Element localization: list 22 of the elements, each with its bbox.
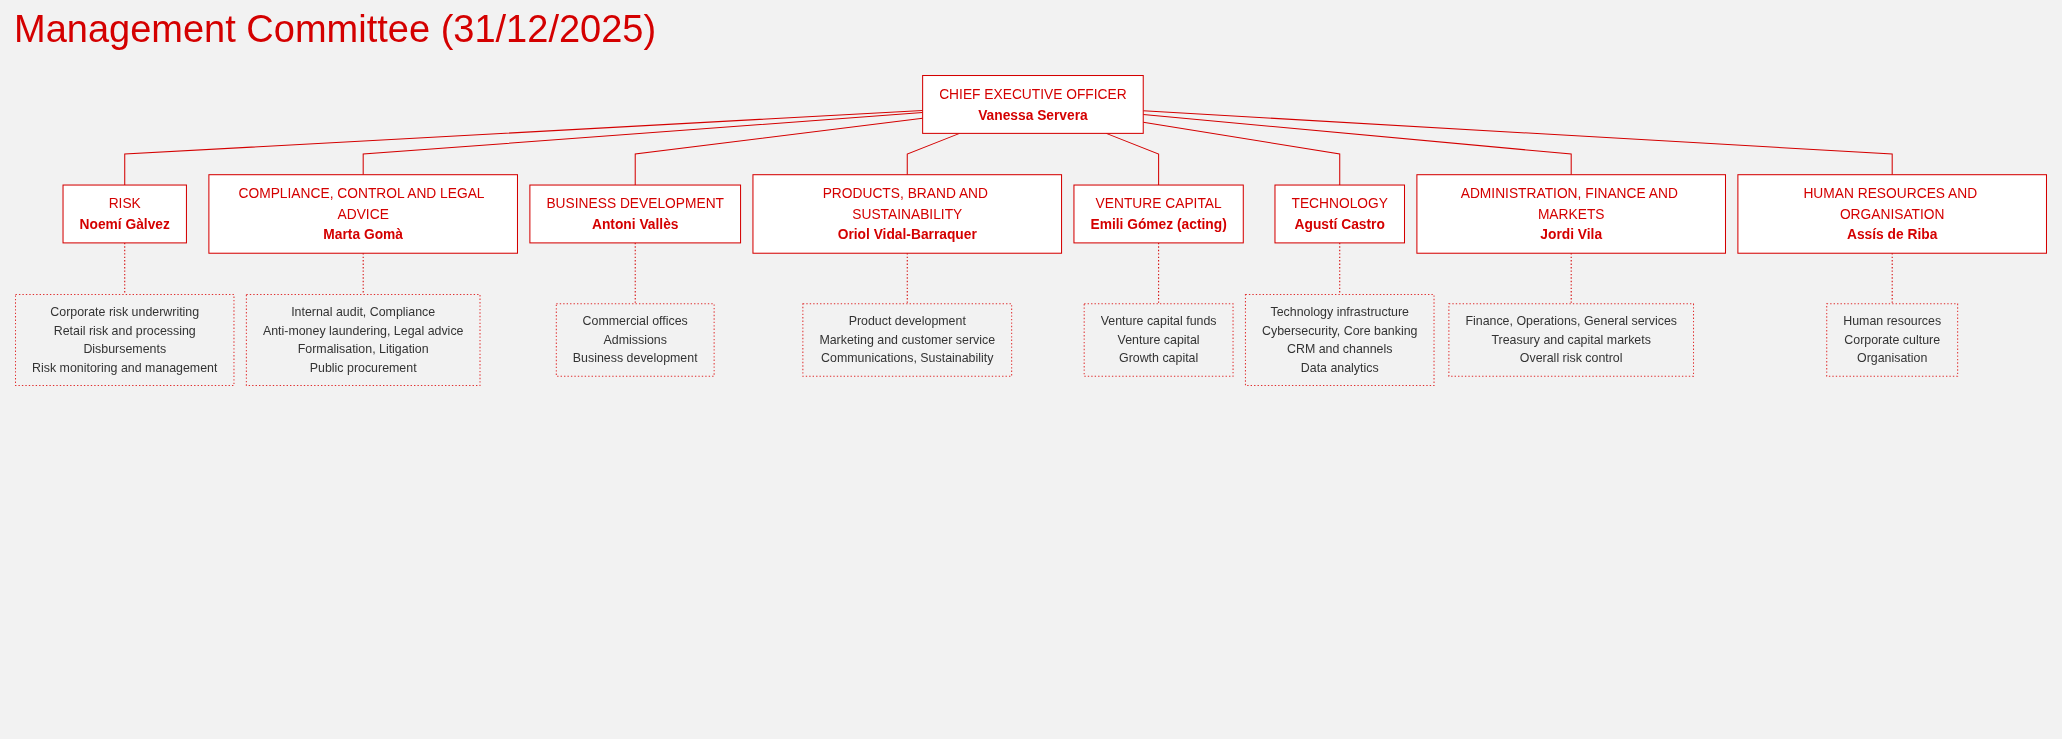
node-box: Finance, Operations, General services Treasury and capital markets Overall risk control — [1448, 303, 1695, 377]
connector — [1339, 242, 1341, 296]
connector — [634, 242, 636, 305]
node-box: COMPLIANCE, CONTROL AND LEGAL ADVICE Marta Gomà — [208, 174, 518, 254]
node-box: Venture capital funds Venture capital Growth capital — [1083, 303, 1234, 377]
connector — [124, 242, 126, 296]
node-box: Product development Marketing and customer service Communications, Sustainability — [802, 303, 1013, 377]
node-box: HUMAN RESOURCES AND ORGANISATION Assís de Riba — [1737, 174, 2047, 254]
node-box: TECHNOLOGY Agustí Castro — [1274, 184, 1405, 244]
connector — [1158, 242, 1160, 305]
node-box: VENTURE CAPITAL Emili Gómez (acting) — [1073, 184, 1244, 244]
node-box: RISK Noemí Gàlvez — [62, 184, 187, 244]
node-box: Human resources Corporate culture Organisation — [1826, 303, 1959, 377]
node-box: PRODUCTS, BRAND AND SUSTAINABILITY Oriol Vidal-Barraquer — [752, 174, 1063, 254]
node-box: CHIEF EXECUTIVE OFFICER Vanessa Servera — [922, 75, 1144, 134]
node-box: Technology infrastructure Cybersecurity, Core banking CRM and channels Data analytics — [1244, 294, 1435, 386]
node-box: Corporate risk underwriting Retail risk and processing Disbursements Risk monitoring and management — [15, 294, 235, 386]
node-box: Commercial offices Admissions Business development — [555, 303, 715, 377]
node-box: Internal audit, Compliance Anti-money laundering, Legal advice Formalisation, Litigation Public procurement — [245, 294, 481, 386]
node-box: ADMINISTRATION, FINANCE AND MARKETS Jordi Vila — [1416, 174, 1726, 254]
chart-title: Management Committee (31/12/2025) — [14, 8, 657, 51]
node-box: BUSINESS DEVELOPMENT Antoni Vallès — [529, 184, 742, 244]
